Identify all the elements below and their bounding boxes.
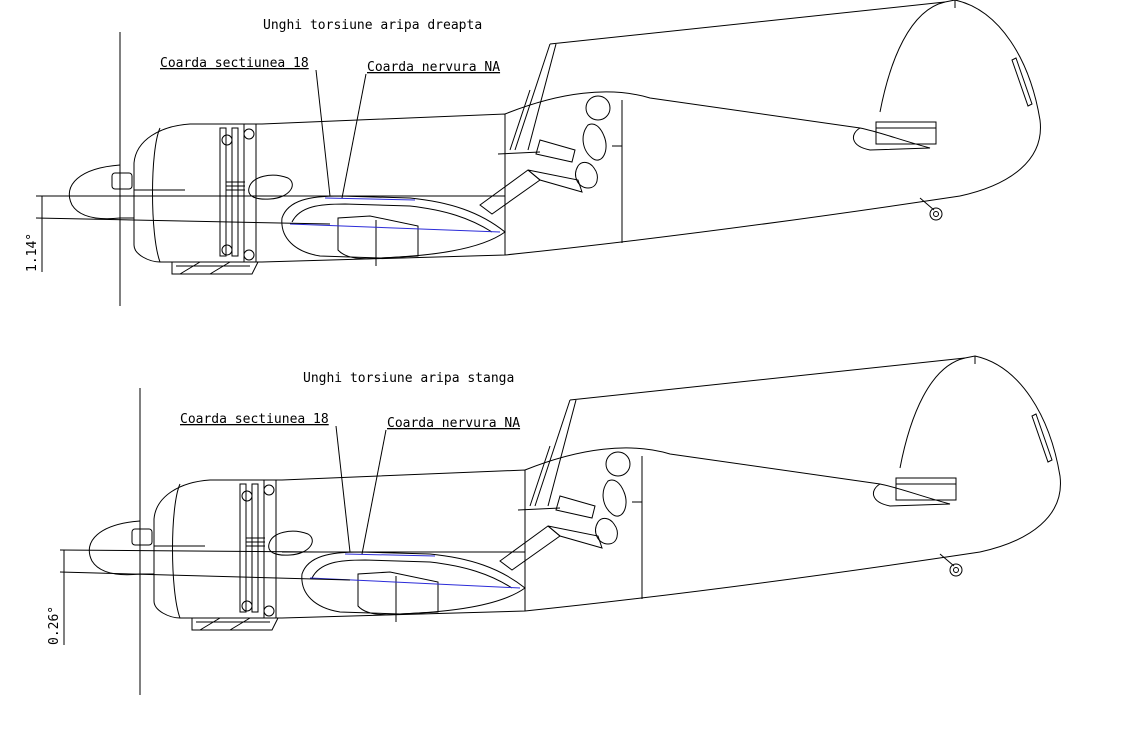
aircraft-outline xyxy=(68,0,1041,275)
label-rib-chord: Coarda nervura NA xyxy=(367,60,500,75)
dimension-extension-lower xyxy=(35,217,331,225)
leader-rib-chord xyxy=(361,429,387,555)
angle-value: 1.14° xyxy=(25,233,40,272)
leader-rib-chord xyxy=(341,73,367,199)
dimension-extension-lower xyxy=(59,571,351,581)
view-right-wing: Unghi torsiune aripa dreapta Coarda sect… xyxy=(25,0,1041,306)
section-chord-line xyxy=(344,553,436,557)
angle-value: 0.26° xyxy=(47,606,62,645)
leader-section-chord xyxy=(315,69,331,197)
section-chord-line xyxy=(324,197,416,201)
label-section-chord: Coarda sectiunea 18 xyxy=(180,412,329,427)
dimension-extension-upper xyxy=(59,549,321,553)
aircraft-outline xyxy=(88,355,1061,631)
view-title: Unghi torsiune aripa stanga xyxy=(303,371,514,386)
label-section-chord: Coarda sectiunea 18 xyxy=(160,56,309,71)
leader-section-chord xyxy=(335,425,351,553)
view-title: Unghi torsiune aripa dreapta xyxy=(263,18,482,33)
view-left-wing: Unghi torsiune aripa stanga Coarda secti… xyxy=(47,355,1061,695)
label-rib-chord: Coarda nervura NA xyxy=(387,416,520,431)
rib-chord-line xyxy=(289,223,501,233)
